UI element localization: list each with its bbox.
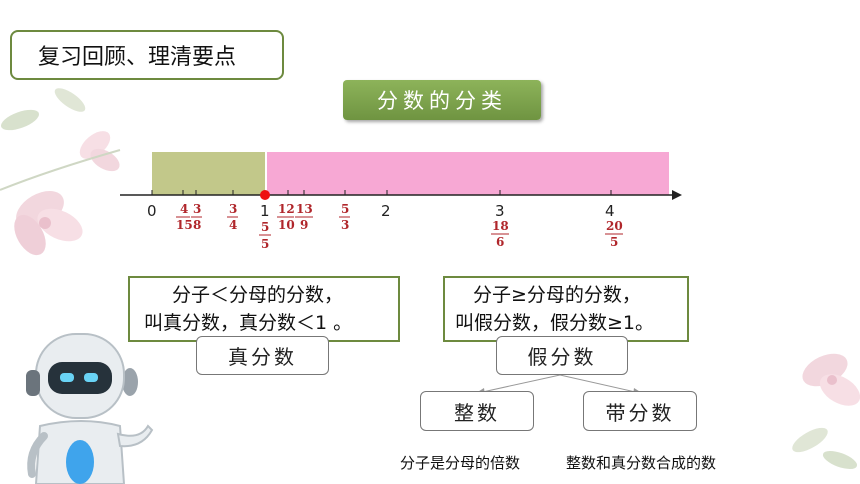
proper-definition-line1: 分子＜分母的分数， <box>172 284 344 306</box>
proper-definition-box: 分子＜分母的分数， 叫真分数，真分数＜1 。 <box>128 276 400 342</box>
mixed-number-description: 整数和真分数合成的数 <box>566 454 717 472</box>
improper-fraction-label-box: 假分数 <box>496 336 628 375</box>
integer-category-box: 整数 <box>420 391 534 431</box>
flower-decoration-right <box>792 353 860 470</box>
integer-label-1: 1 <box>260 202 270 220</box>
integer-label-3: 3 <box>495 202 505 220</box>
integer-label-0: 0 <box>147 202 157 220</box>
improper-definition-box: 分子≥分母的分数， 叫假分数，假分数≥1。 <box>443 276 689 342</box>
fraction-denominator: 5 <box>610 235 618 249</box>
fraction-numerator: 13 <box>296 202 313 216</box>
fraction-numerator: 12 <box>278 202 295 216</box>
fraction-numerator: 3 <box>193 202 201 216</box>
one-point-marker <box>260 190 270 200</box>
fraction-denominator: 9 <box>300 218 308 232</box>
improper-fraction-region <box>267 152 669 195</box>
fraction-numerator: 4 <box>180 202 188 216</box>
fraction-numerator: 5 <box>341 202 349 216</box>
section-banner: 分数的分类 <box>343 80 541 120</box>
fraction-numerator: 5 <box>261 220 269 234</box>
integer-category-label: 整数 <box>454 400 500 425</box>
flower-decoration-left <box>0 88 121 256</box>
page-title-box: 复习回顾、理清要点 <box>10 30 284 80</box>
improper-fraction-label: 假分数 <box>527 345 597 369</box>
fraction-numerator: 18 <box>492 219 509 233</box>
fraction-denominator: 4 <box>229 218 237 232</box>
tree-connector-right <box>559 374 641 394</box>
section-banner-label: 分数的分类 <box>377 89 507 113</box>
fraction-denominator: 10 <box>278 218 295 232</box>
fraction-denominator: 15 <box>176 218 193 232</box>
proper-definition-line2: 叫真分数，真分数＜1 。 <box>144 312 353 334</box>
robot-illustration <box>26 333 154 484</box>
proper-fraction-label: 真分数 <box>228 345 297 369</box>
fraction-numerator: 3 <box>229 202 237 216</box>
number-line-arrow <box>672 190 682 200</box>
integer-label-2: 2 <box>381 202 391 220</box>
tree-connector-left <box>477 374 561 394</box>
proper-fraction-label-box: 真分数 <box>196 336 329 375</box>
fraction-denominator: 8 <box>193 218 201 232</box>
improper-definition-line1: 分子≥分母的分数， <box>473 284 641 306</box>
page-title: 复习回顾、理清要点 <box>38 45 237 70</box>
integer-label-4: 4 <box>605 202 615 220</box>
fraction-denominator: 5 <box>261 237 269 251</box>
proper-fraction-region <box>152 152 265 195</box>
integer-description: 分子是分母的倍数 <box>400 454 521 472</box>
fraction-denominator: 6 <box>496 235 504 249</box>
fraction-numerator: 20 <box>606 219 623 233</box>
improper-definition-line2: 叫假分数，假分数≥1。 <box>455 312 655 334</box>
mixed-number-category-label: 带分数 <box>605 400 675 425</box>
fraction-denominator: 3 <box>341 218 349 232</box>
mixed-number-category-box: 带分数 <box>583 391 697 431</box>
